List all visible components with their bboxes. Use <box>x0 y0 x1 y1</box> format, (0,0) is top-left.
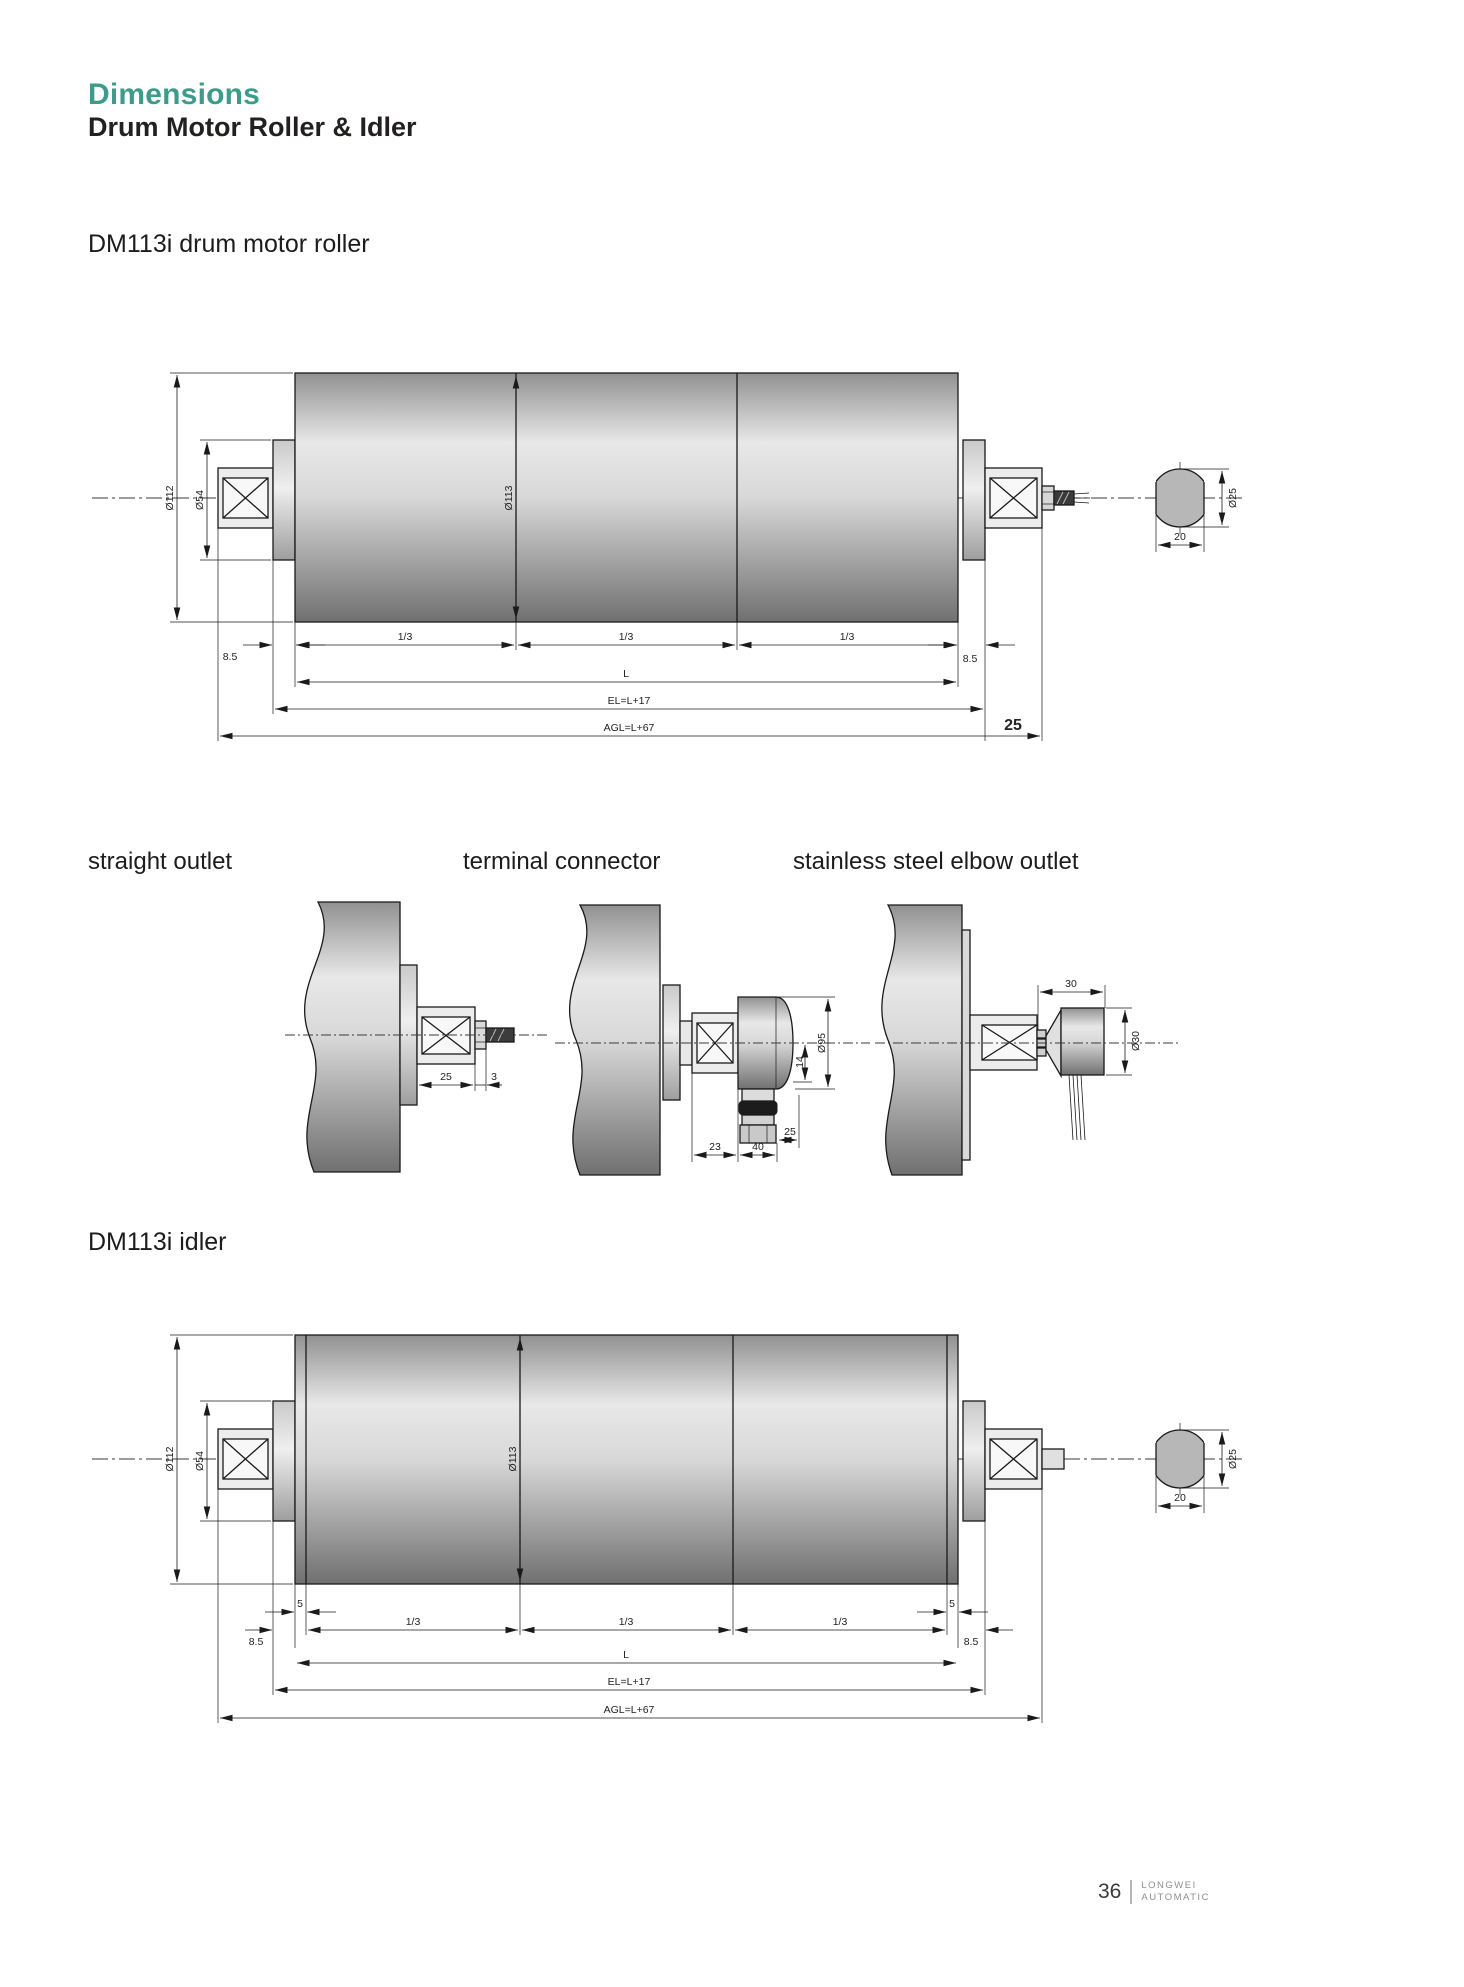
dim-seg3: 1/3 <box>840 631 855 643</box>
elbow-outlet-detail-drawing: 30 Ø30 <box>875 904 1180 1176</box>
idler-section-heading: DM113i idler <box>88 1228 227 1256</box>
dim-dia-shaft-end: Ø25 <box>1227 1449 1239 1469</box>
dim-shaft-length: 25 <box>1004 717 1022 734</box>
dim-seg2: 1/3 <box>619 631 634 643</box>
dim-shaft-flats: 20 <box>1174 1492 1186 1504</box>
roller-length-dimensions: 1/3 1/3 1/3 8.5 8.5 L EL=L+17 AGL=L+67 2… <box>217 528 1043 741</box>
terminal-bearing <box>662 984 739 1101</box>
roller-shaft-cross-section: Ø25 20 <box>1155 462 1239 552</box>
dim-agl: AGL=L+67 <box>604 722 655 734</box>
roller-left-bearing-block <box>217 439 296 561</box>
dim-gap: 3 <box>491 1071 497 1083</box>
roller-drum-shell <box>294 372 959 623</box>
terminal-connector-detail-drawing: 23 40 25 14 Ø95 <box>555 904 870 1176</box>
dim-dia-cap: Ø95 <box>816 1033 828 1053</box>
dim-inset-left: 8.5 <box>249 1636 264 1648</box>
dim-shaft-flats: 20 <box>1174 531 1186 543</box>
straight-outlet-bearing <box>399 964 515 1106</box>
elbow-housing <box>1036 1007 1105 1079</box>
idler-drum-shell <box>294 1334 959 1585</box>
dim-length: L <box>623 668 629 680</box>
brand-line1: LONGWEI <box>1141 1880 1197 1892</box>
terminal-drum-fragment <box>569 904 661 1176</box>
dim-seg3: 1/3 <box>833 1616 848 1628</box>
brand-line2: AUTOMATIC <box>1141 1892 1210 1903</box>
straight-outlet-drum-fragment <box>304 901 401 1173</box>
elbow-bearing <box>969 1014 1038 1071</box>
detail-label-elbow-outlet: stainless steel elbow outlet <box>793 848 1079 875</box>
detail-label-straight-outlet: straight outlet <box>88 848 233 875</box>
dim-seg2: 1/3 <box>619 1616 634 1628</box>
brand-name: LONGWEI AUTOMATIC <box>1141 1880 1210 1904</box>
straight-outlet-detail-drawing: 25 3 <box>285 901 550 1173</box>
dim-cap-right: 5 <box>949 1598 955 1610</box>
idler-technical-drawing: Ø112 Ø54 Ø113 5 5 1/3 1/3 1/3 8.5 8.5 <box>92 1334 1242 1723</box>
idler-right-bearing-block <box>962 1400 1065 1522</box>
page-footer: 36 LONGWEI AUTOMATIC <box>1098 1880 1210 1904</box>
roller-diameter-dimensions: Ø112 Ø54 Ø113 <box>164 372 520 623</box>
dim-offset: 23 <box>709 1141 721 1153</box>
page-number: 36 <box>1098 1880 1122 1903</box>
dim-plug-side: 25 <box>784 1126 796 1138</box>
roller-shaft-cable-end <box>1041 485 1090 511</box>
roller-right-bearing-block <box>962 439 1043 561</box>
elbow-drum-fragment <box>881 904 971 1176</box>
dim-dia-shell: Ø113 <box>503 485 515 510</box>
idler-left-bearing-block <box>217 1400 296 1522</box>
idler-diameter-dimensions: Ø112 Ø54 Ø113 <box>164 1334 524 1585</box>
straight-outlet-dimensions: 25 3 <box>416 1049 502 1091</box>
dim-cap-left: 5 <box>297 1598 303 1610</box>
dim-seg1: 1/3 <box>406 1616 421 1628</box>
terminal-dimensions: 23 40 25 14 Ø95 <box>691 996 835 1162</box>
dim-depth: 14 <box>794 1056 806 1068</box>
dim-dia-mount: Ø112 <box>164 485 176 510</box>
dim-dia-mount: Ø112 <box>164 1446 176 1471</box>
dim-elbow-length: 30 <box>1065 978 1077 990</box>
elbow-cable <box>1068 1074 1086 1141</box>
dim-inset-right: 8.5 <box>963 653 978 665</box>
dim-agl: AGL=L+67 <box>604 1704 655 1716</box>
roller-technical-drawing: Ø112 Ø54 Ø113 1/3 1/3 1/3 8.5 8.5 L EL=L… <box>92 372 1242 741</box>
roller-section-heading: DM113i drum motor roller <box>88 230 370 258</box>
dim-length: L <box>623 1649 629 1661</box>
idler-shaft-cross-section: Ø25 20 <box>1155 1423 1239 1513</box>
terminal-plug <box>738 1088 778 1144</box>
idler-length-dimensions: 5 5 1/3 1/3 1/3 8.5 8.5 L EL=L+17 AGL=L+… <box>217 1489 1043 1723</box>
dim-dia-shaft-end: Ø25 <box>1227 488 1239 508</box>
dim-inset-right: 8.5 <box>964 1636 979 1648</box>
dim-seg1: 1/3 <box>398 631 413 643</box>
dim-dia-housing: Ø54 <box>194 1451 206 1471</box>
footer-divider <box>1130 1880 1133 1904</box>
dim-dia-shell: Ø113 <box>507 1446 519 1471</box>
dim-plug-width: 40 <box>752 1141 764 1153</box>
dim-dia-body: Ø30 <box>1130 1031 1142 1051</box>
dim-el: EL=L+17 <box>608 695 651 707</box>
page-subtitle: Drum Motor Roller & Idler <box>88 112 417 142</box>
detail-label-terminal-connector: terminal connector <box>463 848 661 875</box>
page-title: Dimensions <box>88 78 261 111</box>
dim-bearing-length: 25 <box>440 1071 452 1083</box>
dim-inset-left: 8.5 <box>223 651 238 663</box>
elbow-dimensions: 30 Ø30 <box>1037 978 1142 1076</box>
dim-dia-housing: Ø54 <box>194 490 206 510</box>
dim-el: EL=L+17 <box>608 1676 651 1688</box>
